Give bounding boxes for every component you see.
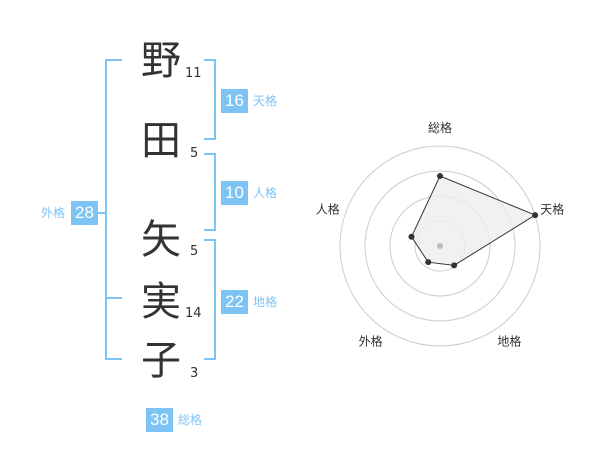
radar-point-4 bbox=[408, 233, 415, 240]
bracket-ten-top bbox=[204, 59, 216, 61]
radar-points bbox=[408, 173, 539, 269]
bracket-outer-connector bbox=[96, 212, 105, 214]
radar-ring-4 bbox=[339, 145, 541, 347]
stroke-count-3: 5 bbox=[190, 244, 199, 259]
chikaku-label: 地格 bbox=[253, 295, 278, 309]
gaikaku-label: 外格 bbox=[41, 206, 66, 220]
stroke-count-2: 5 bbox=[190, 146, 199, 161]
radar-point-3 bbox=[425, 259, 432, 266]
bracket-chi-vertical bbox=[214, 239, 216, 360]
bracket-ten-vertical bbox=[214, 59, 216, 140]
radar-axis-label-4: 人格 bbox=[316, 202, 340, 217]
radar-polygon bbox=[410, 175, 537, 266]
stroke-count-5: 3 bbox=[190, 366, 199, 381]
bracket-outer-bottom bbox=[105, 358, 122, 360]
name-char-3: 矢 bbox=[141, 217, 181, 263]
bracket-outer-vertical bbox=[105, 59, 107, 360]
radar-ring-3 bbox=[364, 170, 516, 322]
name-char-5: 子 bbox=[141, 338, 181, 384]
radar-axis-label-1: 天格 bbox=[540, 202, 564, 217]
tenkaku-label: 天格 bbox=[253, 94, 278, 108]
chikaku-badge: 22 bbox=[221, 290, 248, 314]
radar-point-1 bbox=[532, 212, 539, 219]
bracket-outer-top bbox=[105, 59, 122, 61]
radar-axis-label-3: 外格 bbox=[359, 333, 383, 348]
stroke-count-1: 11 bbox=[185, 66, 202, 81]
bracket-jin-bottom bbox=[204, 229, 216, 231]
jinkaku-badge: 10 bbox=[221, 181, 248, 205]
gaikaku-badge: 28 bbox=[71, 201, 98, 225]
radar-center-point bbox=[437, 243, 443, 249]
soukaku-badge: 38 bbox=[146, 408, 173, 432]
tenkaku-badge: 16 bbox=[221, 89, 248, 113]
name-char-2: 田 bbox=[141, 118, 181, 164]
radar-axis-label-0: 総格 bbox=[428, 120, 452, 135]
radar-point-0 bbox=[437, 173, 443, 179]
bracket-jin-top bbox=[204, 153, 216, 155]
jinkaku-label: 人格 bbox=[253, 186, 278, 200]
bracket-jin-vertical bbox=[214, 153, 216, 231]
bracket-ten-bottom bbox=[204, 138, 216, 140]
stroke-count-4: 14 bbox=[185, 306, 202, 321]
soukaku-label: 総格 bbox=[178, 413, 203, 427]
radar-axis-label-2: 地格 bbox=[497, 333, 521, 348]
name-char-4: 実 bbox=[141, 279, 181, 325]
bracket-chi-bottom bbox=[204, 358, 216, 360]
bracket-chi-top bbox=[204, 239, 216, 241]
radar-point-2 bbox=[451, 262, 458, 269]
name-char-1: 野 bbox=[141, 38, 181, 84]
bracket-outer-mid bbox=[105, 297, 122, 299]
